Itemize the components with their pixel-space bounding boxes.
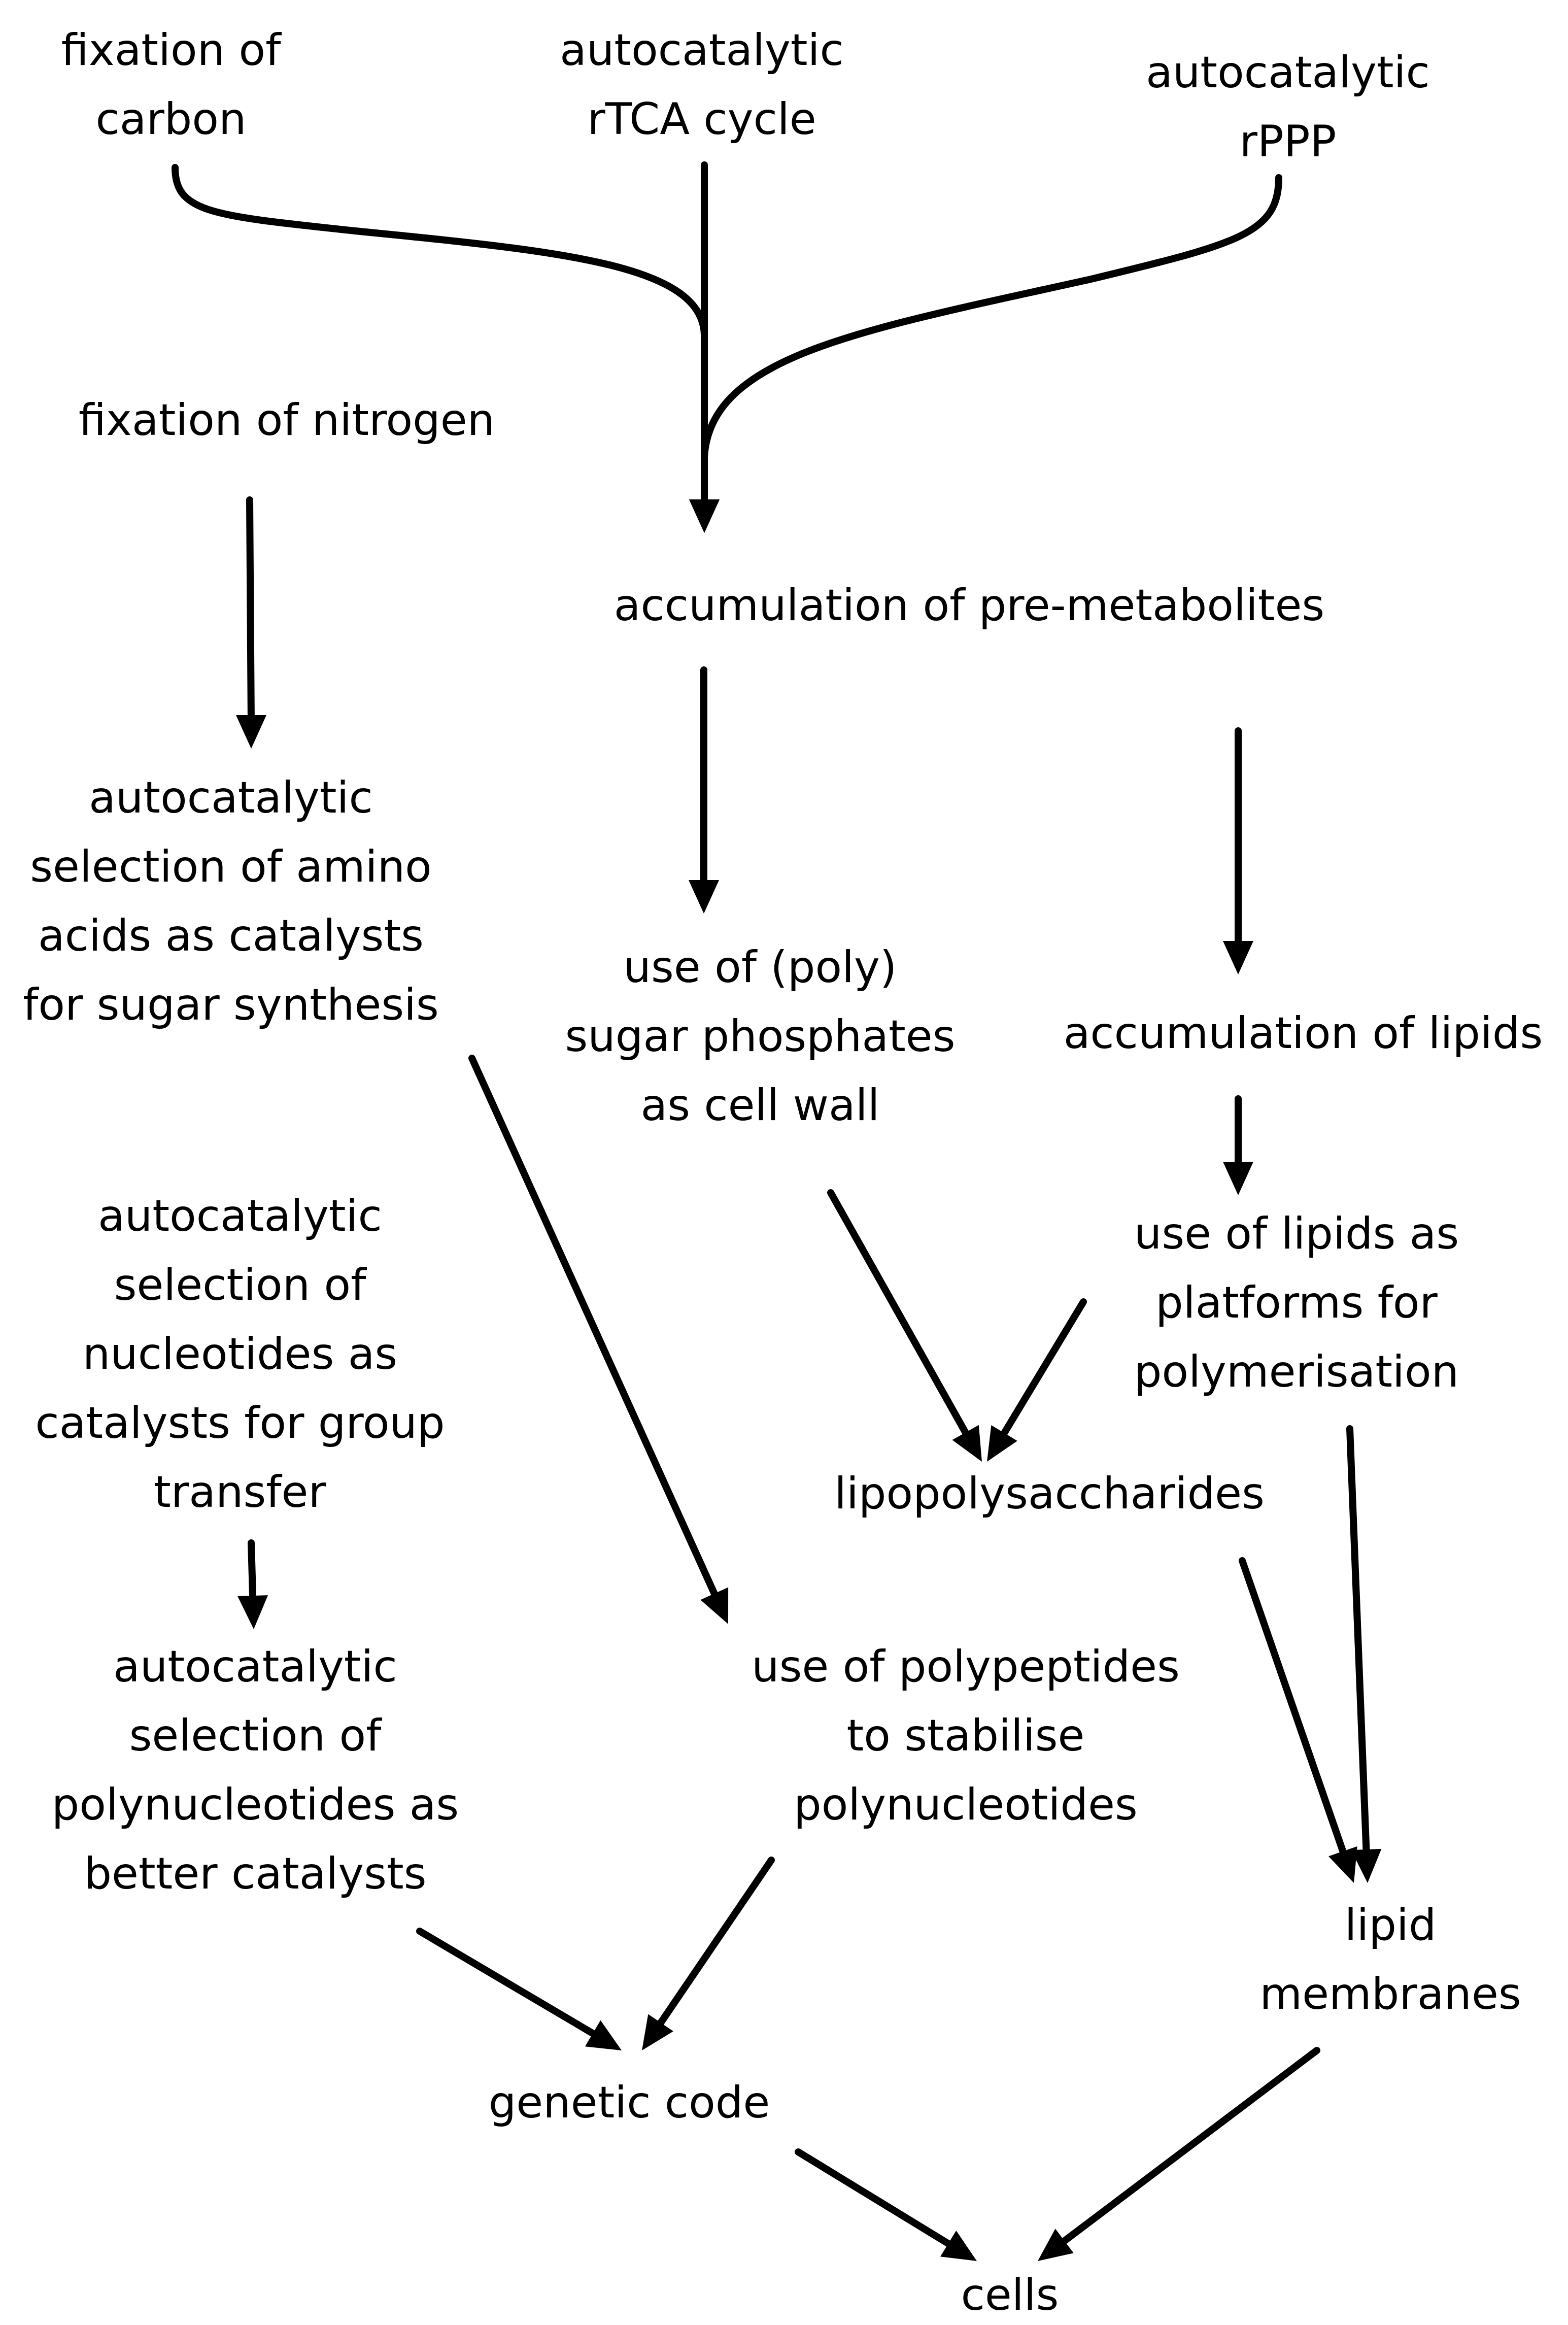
edge-sugar-phosphates-to-lipopolysaccharides-line (827, 1189, 973, 1443)
edge-lipid-membranes-to-cells (1038, 2047, 1320, 2261)
edge-sugar-phosphates-to-lipopolysaccharides-arrowhead (952, 1425, 982, 1462)
edge-polynucleotides-to-genetic-code (416, 1928, 622, 2050)
edge-pre-metabolites-to-sugar-phosphates (689, 666, 719, 914)
edge-polypeptides-to-genetic-code-arrowhead (642, 2014, 673, 2050)
node-sugar-phosphates-line-1: use of (poly) (624, 942, 897, 993)
node-rppp-line-2: rPPP (1240, 116, 1337, 167)
node-amino-acids-line-1: autocatalytic (89, 772, 373, 823)
node-polynucleotides-line-2: selection of (129, 1710, 382, 1761)
node-amino-acids-line-2: selection of amino (30, 841, 432, 892)
edge-rppp-to-pre-metabolites (689, 174, 1282, 533)
node-polynucleotides-line-1: autocatalytic (113, 1641, 397, 1692)
edge-polypeptides-to-genetic-code (642, 1857, 775, 2050)
node-rtca-cycle: autocatalytic rTCA cycle (560, 25, 844, 145)
edge-lipid-membranes-to-cells-arrowhead (1038, 2229, 1074, 2261)
node-sugar-phosphates-line-3: as cell wall (641, 1080, 880, 1131)
node-lipid-platforms-line-2: platforms for (1155, 1277, 1438, 1328)
edge-genetic-code-to-cells (795, 2148, 977, 2261)
edge-polynucleotides-to-genetic-code-arrowhead (585, 2020, 622, 2050)
edge-pre-metabolites-to-sugar-phosphates-arrowhead (689, 880, 719, 914)
edge-lipid-membranes-to-cells-line (1054, 2047, 1320, 2249)
edge-lipid-platforms-to-lipopolysaccharides-line (996, 1298, 1087, 1444)
edge-lipid-platforms-to-lipopolysaccharides-arrowhead (987, 1425, 1017, 1462)
node-polynucleotides-line-4: better catalysts (84, 1848, 426, 1899)
node-polypeptides: use of polypeptides to stabilise polynucle… (752, 1641, 1180, 1830)
node-lipopolysaccharides-line-1: lipopolysaccharides (834, 1468, 1265, 1519)
edge-genetic-code-to-cells-arrowhead (940, 2230, 977, 2261)
node-amino-acids: autocatalytic selection of amino acids as … (23, 772, 439, 1030)
node-nucleotides-line-3: nucleotides as (83, 1329, 397, 1379)
edge-accumulation-lipids-to-lipid-platforms (1223, 1095, 1253, 1195)
node-lipopolysaccharides: lipopolysaccharides (834, 1468, 1265, 1519)
node-nucleotides-line-1: autocatalytic (98, 1191, 382, 1241)
node-cells-line-1: cells (961, 2270, 1059, 2320)
node-nucleotides: autocatalytic selection of nucleotides as c… (35, 1191, 445, 1518)
edge-lipid-platforms-to-lipopolysaccharides (987, 1298, 1087, 1462)
edge-layer (172, 161, 1382, 2261)
node-nucleotides-line-2: selection of (114, 1260, 367, 1310)
node-fixation-carbon-line-1: fixation of (61, 25, 282, 76)
edge-pre-metabolites-to-accumulation-lipids (1223, 727, 1253, 974)
edge-lipid-platforms-to-lipid-membranes (1346, 1425, 1382, 1883)
node-genetic-code-line-1: genetic code (489, 2077, 770, 2128)
node-polypeptides-line-1: use of polypeptides (752, 1641, 1180, 1692)
edge-polynucleotides-to-genetic-code-line (416, 1928, 603, 2041)
edge-pre-metabolites-to-accumulation-lipids-arrowhead (1223, 941, 1253, 974)
node-cells: cells (961, 2270, 1059, 2320)
node-lipid-platforms: use of lipids as platforms for polymerisat… (1134, 1208, 1459, 1397)
node-fixation-nitrogen-line-1: fixation of nitrogen (79, 395, 495, 446)
node-polypeptides-line-2: to stabilise (847, 1710, 1085, 1761)
node-lipid-membranes: lipid membranes (1259, 1900, 1521, 2019)
node-fixation-carbon-line-2: carbon (95, 94, 246, 145)
node-rppp: autocatalytic rPPP (1146, 47, 1430, 167)
node-amino-acids-line-4: for sugar synthesis (23, 980, 439, 1030)
node-genetic-code: genetic code (489, 2077, 770, 2128)
node-polynucleotides-line-3: polynucleotides as (52, 1779, 459, 1830)
edge-lipopolysaccharides-to-lipid-membranes-line (1239, 1557, 1349, 1863)
edge-lipopolysaccharides-to-lipid-membranes (1239, 1557, 1357, 1883)
node-lipid-platforms-line-1: use of lipids as (1134, 1208, 1459, 1259)
edge-amino-acids-to-polypeptides (468, 1055, 729, 1624)
node-rppp-line-1: autocatalytic (1146, 47, 1430, 98)
edge-amino-acids-to-polypeptides-line (468, 1055, 722, 1605)
edge-rppp-to-pre-metabolites-arrowhead (689, 499, 720, 533)
node-fixation-carbon: fixation of carbon (61, 25, 282, 145)
node-polypeptides-line-3: polynucleotides (794, 1779, 1138, 1830)
node-lipid-platforms-line-3: polymerisation (1134, 1346, 1459, 1397)
node-accumulation-lipids-line-1: accumulation of lipids (1064, 1008, 1543, 1059)
node-lipid-membranes-line-1: lipid (1345, 1900, 1437, 1950)
edge-nucleotides-to-polynucleotides-arrowhead (237, 1595, 268, 1629)
edge-lipid-platforms-to-lipid-membranes-line (1346, 1425, 1371, 1862)
edge-fixation-carbon-to-pre-metabolites (172, 164, 720, 533)
node-fixation-nitrogen: fixation of nitrogen (79, 395, 495, 446)
node-lipid-membranes-line-2: membranes (1259, 1969, 1521, 2019)
edge-amino-acids-to-polypeptides-arrowhead (700, 1587, 729, 1624)
edge-sugar-phosphates-to-lipopolysaccharides (827, 1189, 982, 1462)
edge-nucleotides-to-polynucleotides (237, 1539, 268, 1629)
edge-polypeptides-to-genetic-code-line (653, 1857, 775, 2033)
node-rtca-cycle-line-2: rTCA cycle (587, 94, 816, 145)
node-polynucleotides: autocatalytic selection of polynucleotides… (52, 1641, 459, 1899)
edge-nucleotides-to-polynucleotides-line (248, 1539, 257, 1608)
edge-lipopolysaccharides-to-lipid-membranes-arrowhead (1328, 1846, 1357, 1883)
node-amino-acids-line-3: acids as catalysts (38, 911, 424, 961)
node-nucleotides-line-4: catalysts for group (35, 1398, 445, 1448)
node-accumulation-lipids: accumulation of lipids (1064, 1008, 1543, 1059)
edge-lipid-platforms-to-lipid-membranes-arrowhead (1351, 1848, 1382, 1883)
node-sugar-phosphates-line-2: sugar phosphates (565, 1011, 955, 1062)
edge-fixation-nitrogen-to-amino-acids-line (246, 496, 255, 729)
node-nucleotides-line-5: transfer (154, 1467, 326, 1518)
edge-fixation-nitrogen-to-amino-acids (236, 496, 266, 749)
edge-rppp-to-pre-metabolites-line (701, 174, 1282, 503)
edge-fixation-nitrogen-to-amino-acids-arrowhead (236, 715, 266, 749)
edge-fixation-carbon-to-pre-metabolites-line (172, 164, 708, 503)
node-rtca-cycle-line-1: autocatalytic (560, 25, 844, 76)
node-sugar-phosphates: use of (poly) sugar phosphates as cell wal… (565, 942, 955, 1131)
node-pre-metabolites: accumulation of pre-metabolites (614, 580, 1324, 631)
node-pre-metabolites-line-1: accumulation of pre-metabolites (614, 580, 1324, 631)
edge-accumulation-lipids-to-lipid-platforms-arrowhead (1223, 1162, 1253, 1195)
edge-genetic-code-to-cells-line (795, 2148, 959, 2251)
node-layer: fixation of carbon autocatalytic rTCA cycle… (23, 25, 1543, 2320)
